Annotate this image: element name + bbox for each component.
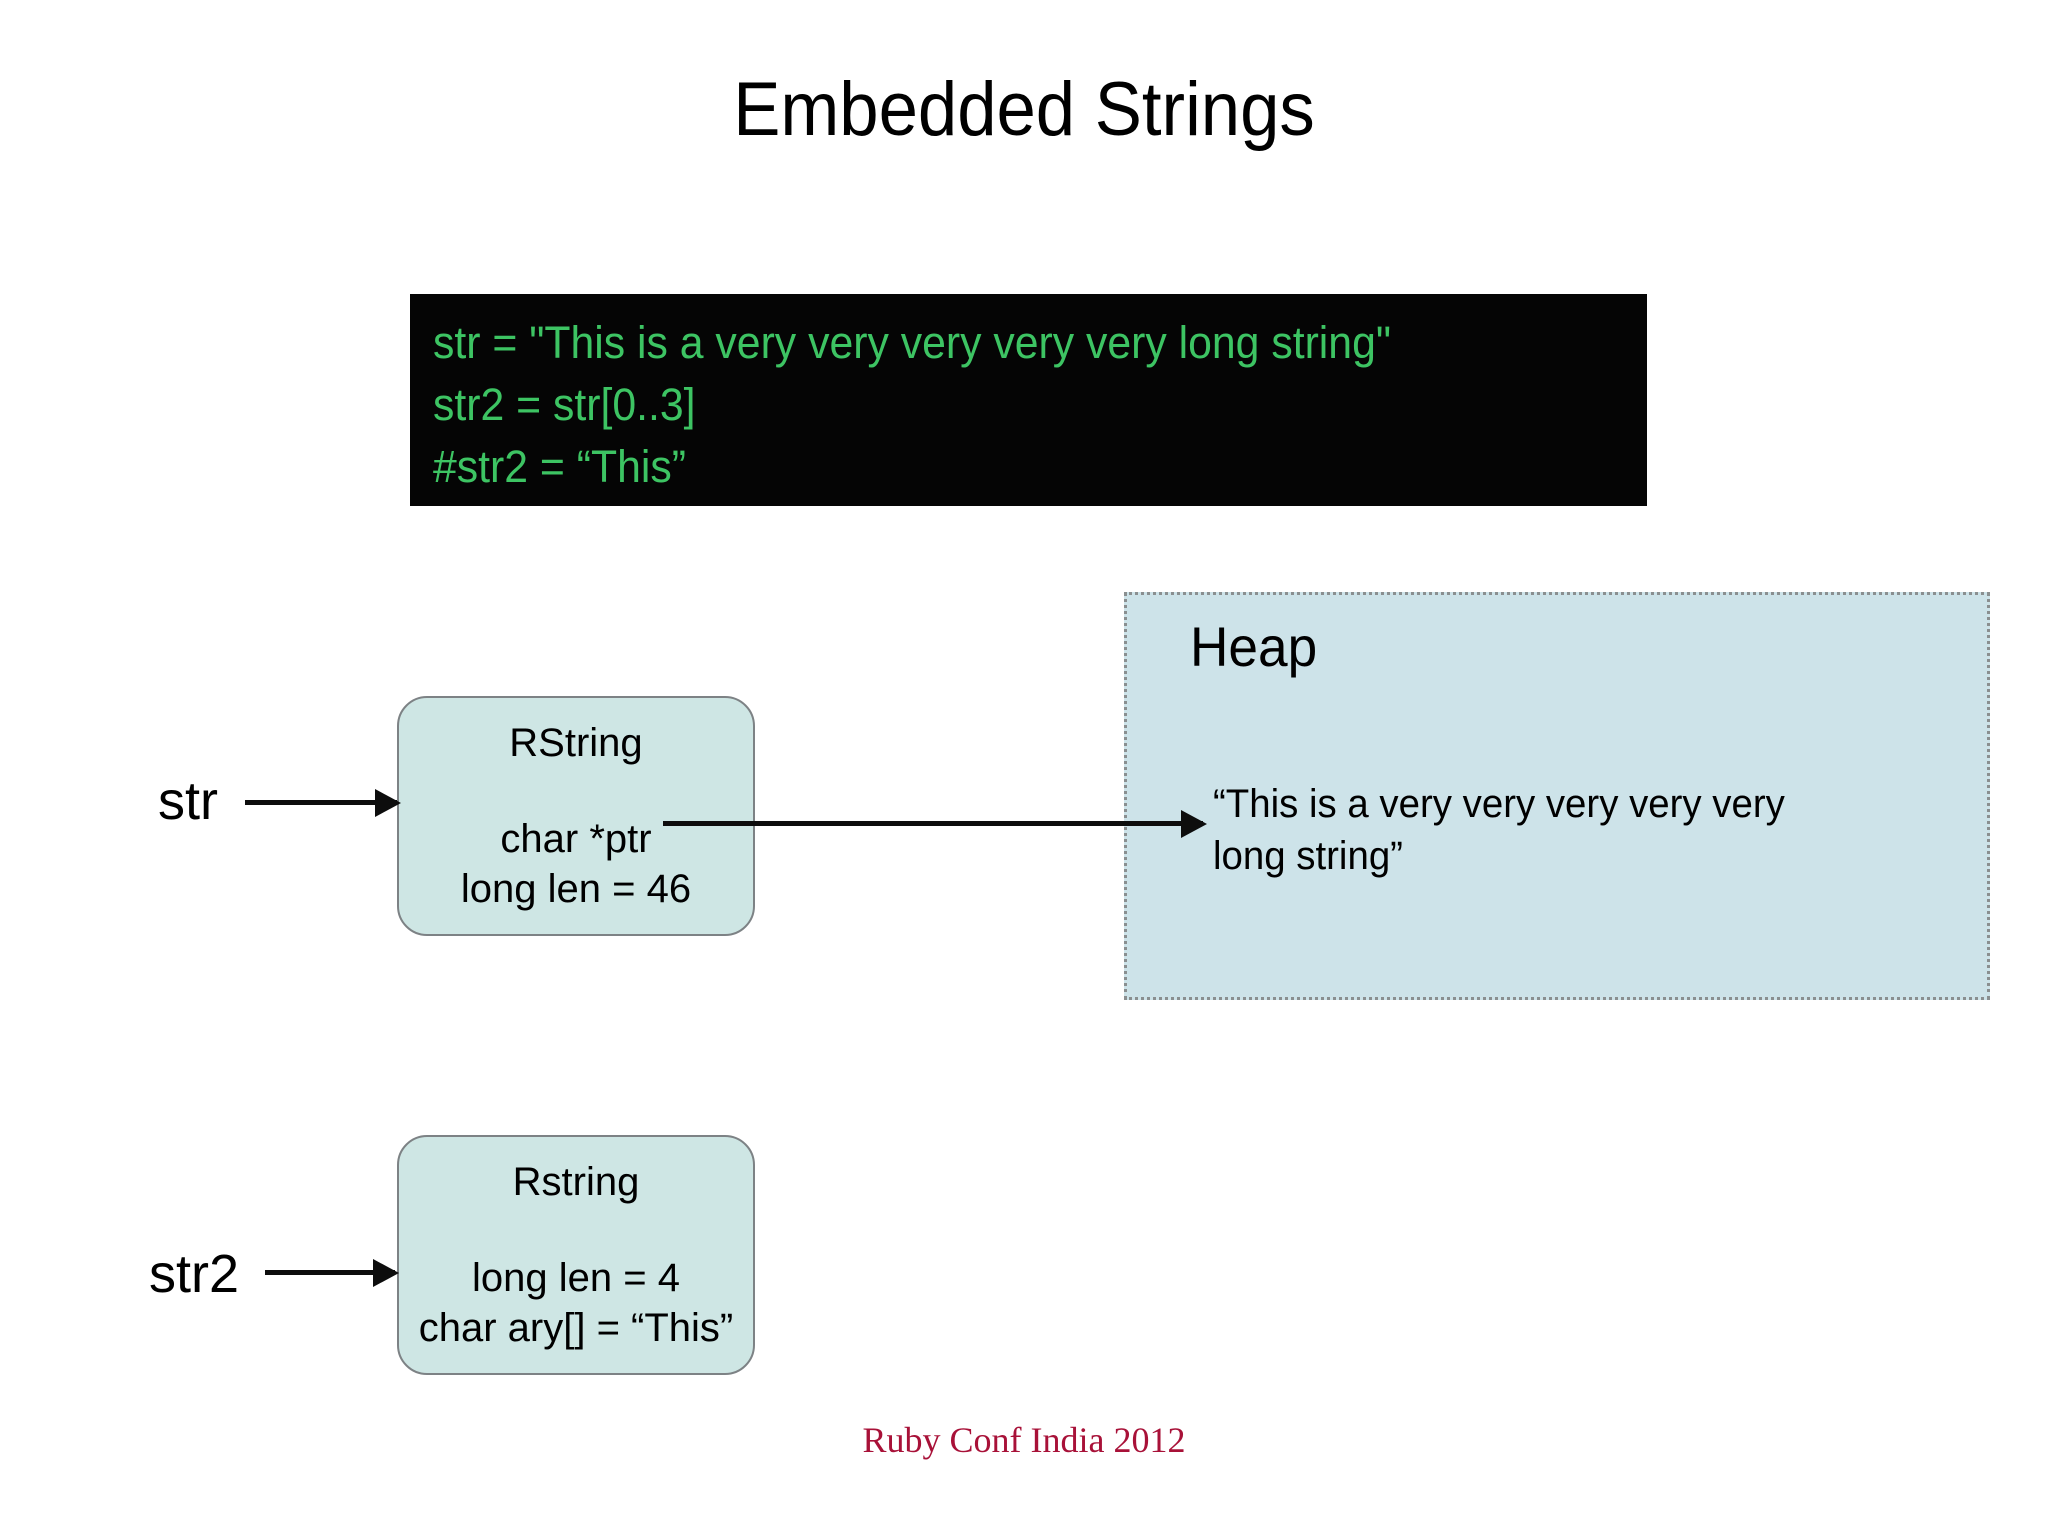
code-line-1: str = "This is a very very very very ver… [433, 317, 1392, 368]
variable-label-str2: str2 [149, 1244, 240, 1304]
code-block: str = "This is a very very very very ver… [410, 294, 1647, 506]
page-title: Embedded Strings [733, 67, 1315, 152]
rstring-box-1-field-len: long len = 46 [460, 867, 692, 911]
code-line-3: #str2 = “This” [433, 441, 686, 492]
rstring-box-1-field-ptr: char *ptr [500, 817, 652, 861]
rstring-box-1-title: RString [509, 721, 643, 765]
rstring-object-box-1: RString char *ptr long len = 46 [397, 696, 755, 936]
variable-label-str: str [158, 771, 218, 831]
heap-string-value: “This is a very very very very very long… [1213, 782, 1785, 878]
rstring-box-2-fields: long len = 4 char ary[] = “This” [399, 1253, 753, 1353]
rstring-box-2-field-ary: char ary[] = “This” [418, 1306, 734, 1350]
heap-label: Heap [1190, 615, 1318, 678]
arrow-ptr-to-heap [663, 821, 1203, 826]
code-line-2: str2 = str[0..3] [433, 379, 696, 430]
rstring-object-box-2: Rstring long len = 4 char ary[] = “This” [397, 1135, 755, 1375]
rstring-box-2-title: Rstring [512, 1160, 640, 1204]
rstring-box-2-field-len: long len = 4 [472, 1256, 680, 1300]
rstring-box-1-fields: char *ptr long len = 46 [399, 814, 753, 914]
arrow-str-to-rstring [245, 800, 397, 805]
arrow-str2-to-rstring [265, 1270, 395, 1275]
footer-text: Ruby Conf India 2012 [862, 1420, 1186, 1460]
heap-region [1124, 592, 1990, 1000]
